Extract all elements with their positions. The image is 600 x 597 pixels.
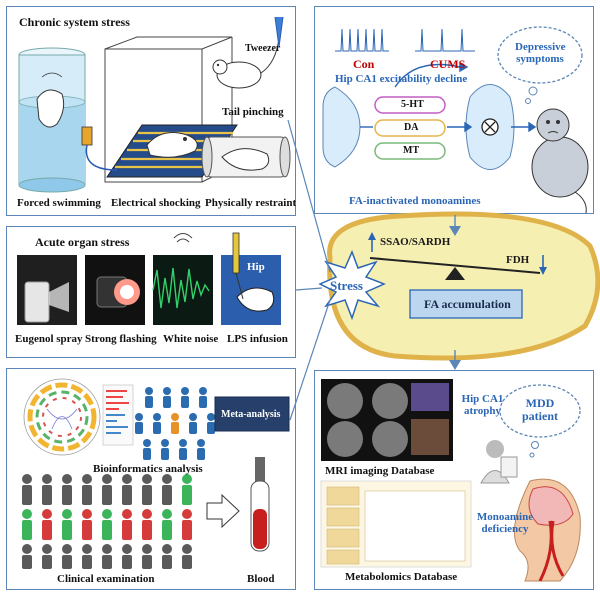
mt-label: MT	[403, 145, 420, 156]
stress-label: Stress	[330, 278, 363, 293]
doctor-icon	[480, 440, 518, 484]
bar-chart-icon	[102, 384, 134, 446]
acute-stress-title: Acute organ stress	[35, 235, 130, 249]
circos-plot-icon	[23, 378, 101, 456]
forced-swimming-label: Forced swimming	[17, 197, 101, 209]
cums-trace-icon	[415, 28, 475, 52]
depressive-symptoms-label: Depressive symptoms	[515, 41, 566, 65]
mdd-patient-label: MDD patient	[522, 396, 558, 423]
da-label: DA	[404, 122, 419, 133]
tail-pinching-label: Tail pinching	[222, 106, 284, 118]
human-data-illustration	[22, 378, 290, 569]
electrical-shocking-label: Electrical shocking	[111, 197, 201, 209]
con-trace-icon	[335, 28, 389, 52]
forced-swimming-beaker-icon	[18, 47, 86, 193]
patient-head-icon	[513, 478, 581, 582]
people-group-icon	[135, 387, 215, 460]
excitability-label: Hip CA1 excitability decline	[335, 73, 468, 85]
restraint-tube-icon	[201, 136, 291, 178]
chronic-stress-title: Chronic system stress	[19, 15, 130, 29]
fdh-label: FDH	[506, 254, 530, 266]
mdd-panel: Hip CA1 atrophy MDD patient MRI imaging …	[314, 370, 594, 590]
monoamine-deficiency-label: Monoamine deficiency	[476, 511, 534, 535]
mdd-thought-bubble-icon	[499, 384, 581, 458]
chronic-stress-illustration	[18, 16, 291, 193]
metabolomics-database-label: Metabolomics Database	[345, 571, 458, 583]
mri-database-label: MRI imaging Database	[325, 465, 435, 477]
con-label: Con	[353, 57, 375, 71]
strong-flashing-label: Strong flashing	[85, 333, 157, 345]
physical-restraint-label: Physically restraint	[205, 197, 297, 209]
chronic-stress-panel: Chronic system stress	[6, 6, 296, 216]
balance-fulcrum-icon	[445, 267, 465, 280]
tail-pinching-mouse-icon	[212, 16, 284, 89]
white-noise-label: White noise	[163, 333, 219, 345]
blood-tube-icon	[250, 457, 270, 552]
presynaptic-terminal	[322, 86, 361, 168]
meta-analysis-label: Meta-analysis	[221, 409, 281, 420]
bioinformatics-label: Bioinformatics analysis	[93, 463, 203, 475]
human-data-panel: Meta-analysis Bioinformatics analysis Cl…	[6, 368, 296, 590]
hip-ca1-atrophy-label: Hip CA1 atrophy	[461, 393, 504, 417]
lps-hip-label: Hip	[247, 261, 265, 273]
right-arrow-icon	[206, 493, 240, 529]
fa-inactivated-label: FA-inactivated monoamines	[349, 195, 481, 207]
hippocampus-panel: Con CUMS Hip CA1 excitability decline De…	[314, 6, 594, 214]
blood-label: Blood	[247, 573, 275, 585]
fa-accumulation-label: FA accumulation	[424, 297, 511, 311]
cell-membrane	[327, 211, 600, 361]
lps-infusion-label: LPS infusion	[227, 333, 288, 345]
up-arrow-icon	[368, 232, 376, 252]
tweezer-label: Tweezer	[245, 43, 281, 54]
cums-label: CUMS	[430, 57, 466, 71]
ht5-label: 5-HT	[401, 99, 424, 110]
ssao-sardh-label: SSAO/SARDH	[380, 236, 451, 248]
hippocampus-illustration	[322, 26, 589, 213]
eugenol-spray-label: Eugenol spray	[15, 333, 83, 345]
depressed-rat-icon	[531, 108, 589, 213]
down-arrow-icon	[539, 255, 547, 275]
acute-stress-illustration	[17, 232, 281, 325]
acute-stress-panel: Acute organ stress Hip Eugenol spray Str…	[6, 226, 296, 358]
clinical-people-icon	[22, 474, 192, 569]
thought-bubble-icon	[497, 26, 583, 104]
mdd-illustration	[320, 379, 581, 582]
clinical-examination-label: Clinical examination	[57, 573, 155, 585]
